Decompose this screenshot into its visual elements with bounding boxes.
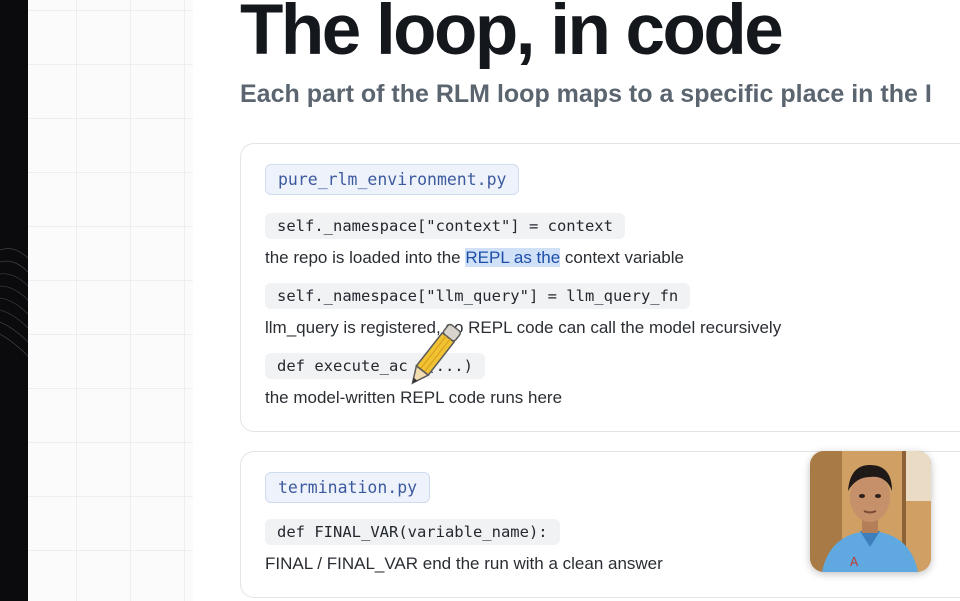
file-name-tag: pure_rlm_environment.py [265,164,520,195]
code-snippet-context: self._namespace["context"] = context [265,213,625,239]
file-name-tag: termination.py [265,472,431,503]
pencil-cursor-icon [396,318,470,399]
page-subtitle: Each part of the RLM loop maps to a spec… [240,80,932,108]
left-dark-margin [0,0,28,601]
page-title: The loop, in code [240,0,784,70]
code-snippet-final-var: def FINAL_VAR(variable_name): [265,519,560,545]
code-card-environment: pure_rlm_environment.py self._namespace[… [240,143,960,432]
description-context: the repo is loaded into the REPL as the … [265,248,684,267]
description-final-var: FINAL / FINAL_VAR end the run with a cle… [265,554,663,573]
description-execute: the model-written REPL code runs here [265,388,563,407]
svg-text:A: A [850,555,859,569]
text-selection-highlight: REPL as the [465,248,561,267]
code-snippet-llm-query: self._namespace["llm_query"] = llm_query… [265,283,691,309]
slide-content: The loop, in code Each part of the RLM l… [193,0,960,601]
presenter-webcam-avatar: A [810,451,931,572]
description-llm-query: llm_query is registered, so REPL code ca… [265,318,782,337]
grid-background-panel [28,0,194,601]
